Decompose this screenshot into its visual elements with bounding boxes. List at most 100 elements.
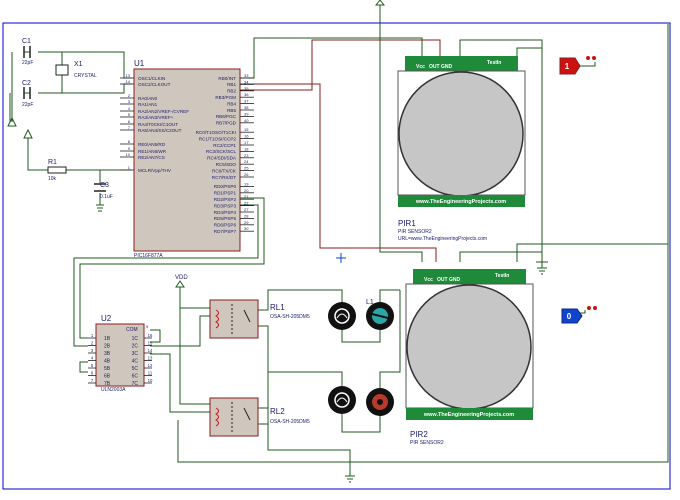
mcu-right-pin-name: RB3/PGM — [215, 95, 236, 100]
pir2-pin-out: OUT — [437, 277, 448, 283]
mcu-right-pin-name: RC2/CCP1 — [213, 143, 236, 148]
pir1-pin-vcc: Vcc — [416, 64, 425, 70]
mcu-right-pin-name: RD1/PSP1 — [214, 191, 237, 196]
capacitor-c2[interactable]: C2 22pF — [22, 80, 33, 108]
driver-left-pin-number: 3 — [91, 348, 94, 353]
mcu-left-pin-number: 5 — [128, 112, 131, 117]
relay1-part: OSA-SH-205DM5 — [270, 314, 310, 320]
mcu-right-pin-number: 22 — [244, 201, 249, 206]
mcu-right-pin-number: 26 — [244, 172, 249, 177]
mcu-right-pin-number: 16 — [244, 134, 249, 139]
mcu-right-pin-name: RD3/PSP3 — [214, 203, 237, 208]
pir1-website: www.TheEngineeringProjects.com — [415, 199, 506, 205]
driver-com-num: 9 — [146, 324, 149, 329]
x1-type: CRYSTAL — [74, 73, 97, 79]
driver-right-pin-number: 16 — [148, 333, 153, 338]
relay2-part: OSA-SH-205DM5 — [270, 419, 310, 425]
pir1-pin-gnd: GND — [441, 64, 453, 70]
driver-left-pin-name: 1B — [104, 336, 111, 342]
driver-left-pin-number: 2 — [91, 341, 94, 346]
driver-right-pin-number: 12 — [148, 363, 153, 368]
relay-rl2[interactable]: RL2 OSA-SH-205DM5 — [209, 397, 310, 437]
mcu-ref: U1 — [134, 59, 145, 68]
logic-state-2[interactable]: 0 — [561, 306, 597, 324]
mcu-left-pin-number: 13 — [126, 73, 131, 78]
mcu-u1[interactable]: U1 PIC16F877A OSC1/CLKIN13OSC2/CLKOUT14R… — [120, 59, 254, 259]
logic-state-1[interactable]: 1 — [559, 56, 596, 75]
mcu-right-pin-name: RB4 — [227, 101, 236, 106]
driver-right-pin-name: 1C — [132, 336, 139, 342]
signal-wires — [240, 39, 441, 262]
mcu-right-pin-number: 20 — [244, 188, 249, 193]
top-terminal — [374, 0, 386, 6]
mcu-left-pin-number: 9 — [128, 146, 131, 151]
mcu-part: PIC16F877A — [134, 253, 163, 259]
power-arrow-crystal — [7, 116, 17, 127]
mcu-left-pin-name: RE0/AN5/RD — [138, 142, 166, 147]
mcu-left-pins: OSC1/CLKIN13OSC2/CLKOUT14RA0/AN02RA1/AN1… — [120, 73, 189, 173]
capacitor-c1[interactable]: C1 22pF — [22, 38, 33, 66]
driver-left-pin-number: 6 — [91, 371, 94, 376]
x1-ref: X1 — [74, 61, 83, 68]
mcu-right-pin-number: 24 — [244, 159, 249, 164]
mcu-left-pin-number: 6 — [128, 119, 131, 124]
mcu-right-pin-number: 21 — [244, 194, 249, 199]
mcu-left-pin-name: RA0/AN0 — [138, 96, 158, 101]
driver-right-pin-name: 2C — [132, 343, 139, 349]
driver-com: COM — [126, 327, 138, 333]
mcu-right-pin-number: 34 — [244, 79, 249, 84]
mcu-right-pin-number: 18 — [244, 146, 249, 151]
mcu-right-pin-number: 23 — [244, 153, 249, 158]
driver-right-pin-name: 6C — [132, 373, 139, 379]
driver-right-pin-name: 5C — [132, 366, 139, 372]
driver-left-pin-name: 5B — [104, 366, 111, 372]
mcu-right-pin-number: 30 — [244, 226, 249, 231]
mcu-left-pin-name: RE2/AN7/CS — [138, 155, 165, 160]
mcu-right-pin-name: RC7/RX/DT — [212, 175, 236, 180]
vdd-label: VDD — [175, 275, 188, 281]
resistor-r1[interactable]: R1 10k — [47, 159, 67, 182]
driver-left-pin-name: 4B — [104, 358, 111, 364]
driver-right-pin-number: 11 — [148, 371, 153, 376]
fan-2[interactable] — [366, 388, 394, 416]
mcu-right-pin-name: RB7/PGD — [216, 121, 237, 126]
mcu-right-pin-name: RC5/SDO — [216, 162, 237, 167]
mcu-right-pin-number: 19 — [244, 181, 249, 186]
driver-right-pin-name: 7C — [132, 381, 139, 387]
driver-left-pin-number: 7 — [91, 378, 94, 383]
relay-rl1[interactable]: RL1 OSA-SH-205DM5 — [209, 299, 310, 339]
driver-right-pin-number: 10 — [148, 378, 153, 383]
pir2-pin-gnd: GND — [449, 277, 461, 283]
driver-u2[interactable]: U2 ULN2003A COM 9 1B12B23B34B45B56B67B7 … — [88, 314, 153, 393]
mcu-left-pin-name: RA4/T0CKI/C1OUT — [138, 122, 178, 127]
driver-left-pin-number: 4 — [91, 356, 94, 361]
capacitor-c3[interactable]: C3 0.1uF — [94, 182, 113, 200]
mcu-left-pin-number: 14 — [126, 79, 131, 84]
pir-sensor-2[interactable]: Vcc OUT GND TestIn www.TheEngineeringPro… — [405, 269, 534, 446]
lamp-label: L1 — [366, 299, 374, 306]
driver-left-pin-name: 7B — [104, 381, 111, 387]
pir-sensor-1[interactable]: Vcc OUT GND TestIn www.TheEngineeringPro… — [397, 56, 526, 242]
mcu-left-pin-name: RA5/AN4/SS/C2OUT — [138, 128, 182, 133]
fan-1[interactable]: L1 — [366, 299, 394, 330]
driver-right-pin-name: 3C — [132, 351, 139, 357]
bulb-1[interactable] — [328, 302, 356, 330]
mcu-left-pin-number: 7 — [128, 125, 131, 130]
pir1-url: URL=www.TheEngineeringProjects.com — [398, 236, 487, 242]
mcu-right-pin-number: 28 — [244, 213, 249, 218]
r1-value: 10k — [48, 176, 57, 182]
pir1-testin: TestIn — [487, 60, 501, 66]
mcu-right-pin-number: 33 — [244, 73, 249, 78]
mcu-right-pin-name: RB1 — [227, 82, 236, 87]
pir1-pin-out: OUT — [429, 64, 440, 70]
mcu-right-pin-name: RB6/PGC — [216, 114, 237, 119]
mcu-right-pin-name: RC3/SCK/SCL — [206, 149, 237, 154]
bulb-2[interactable] — [328, 386, 356, 414]
mcu-left-pin-number: 1 — [128, 165, 131, 170]
crystal-x1[interactable]: X1 CRYSTAL — [55, 61, 97, 79]
mcu-right-pin-name: RD0/PSP0 — [214, 184, 237, 189]
mcu-right-pin-name: RB2 — [227, 89, 236, 94]
c2-ref: C2 — [22, 80, 31, 87]
